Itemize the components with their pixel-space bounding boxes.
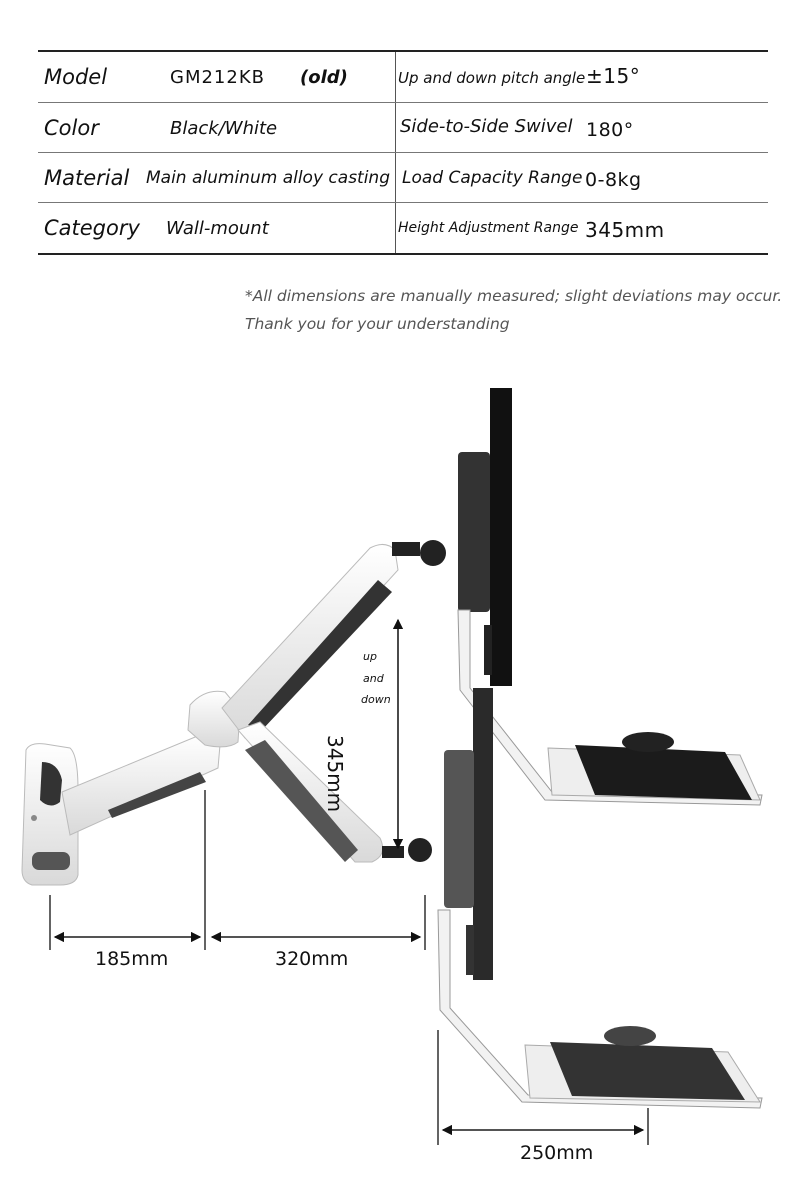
category-label: Category bbox=[44, 216, 140, 240]
dimension-185: 185mm bbox=[95, 948, 169, 970]
upper-arm bbox=[221, 540, 446, 739]
label-and: and bbox=[363, 672, 384, 685]
dimension-lines bbox=[49, 618, 649, 1145]
material-label: Material bbox=[44, 166, 130, 190]
spec-table: Model GM212KB (old) Up and down pitch an… bbox=[38, 50, 768, 255]
spec-row-material: Material Main aluminum alloy casting Loa… bbox=[38, 152, 768, 203]
spec-row-category: Category Wall-mount Height Adjustment Ra… bbox=[38, 202, 768, 253]
dimension-320: 320mm bbox=[275, 948, 349, 970]
model-note: (old) bbox=[300, 67, 348, 88]
upper-monitor bbox=[458, 388, 512, 686]
height-value: 345mm bbox=[585, 218, 665, 242]
lower-position-arm bbox=[237, 721, 432, 863]
model-value: GM212KB bbox=[170, 67, 265, 88]
label-down: down bbox=[361, 693, 391, 706]
lower-monitor bbox=[444, 688, 493, 980]
label-up: up bbox=[363, 650, 377, 663]
dimension-345: 345mm bbox=[323, 735, 347, 813]
dimension-250: 250mm bbox=[520, 1142, 594, 1164]
lower-arm bbox=[61, 690, 241, 836]
color-value: Black/White bbox=[170, 118, 278, 139]
note-line-2: Thank you for your understanding bbox=[245, 315, 510, 333]
pitch-label: Up and down pitch angle bbox=[398, 69, 586, 87]
material-value: Main aluminum alloy casting bbox=[146, 168, 391, 188]
height-label: Height Adjustment Range bbox=[398, 220, 579, 236]
swivel-label: Side-to-Side Swivel bbox=[400, 116, 573, 137]
pitch-value: ±15° bbox=[586, 64, 641, 88]
color-label: Color bbox=[44, 116, 99, 140]
swivel-value: 180° bbox=[586, 119, 634, 141]
note-line-1: *All dimensions are manually measured; s… bbox=[245, 287, 783, 305]
wall-mount-base bbox=[21, 743, 79, 886]
model-label: Model bbox=[44, 65, 108, 89]
load-label: Load Capacity Range bbox=[402, 168, 583, 188]
category-value: Wall-mount bbox=[166, 218, 269, 239]
load-value: 0-8kg bbox=[585, 169, 642, 191]
lower-keyboard-tray bbox=[437, 909, 763, 1109]
spec-row-model: Model GM212KB (old) Up and down pitch an… bbox=[38, 52, 768, 102]
product-dimension-diagram bbox=[21, 388, 763, 1145]
spec-row-color: Color Black/White Side-to-Side Swivel 18… bbox=[38, 102, 768, 153]
